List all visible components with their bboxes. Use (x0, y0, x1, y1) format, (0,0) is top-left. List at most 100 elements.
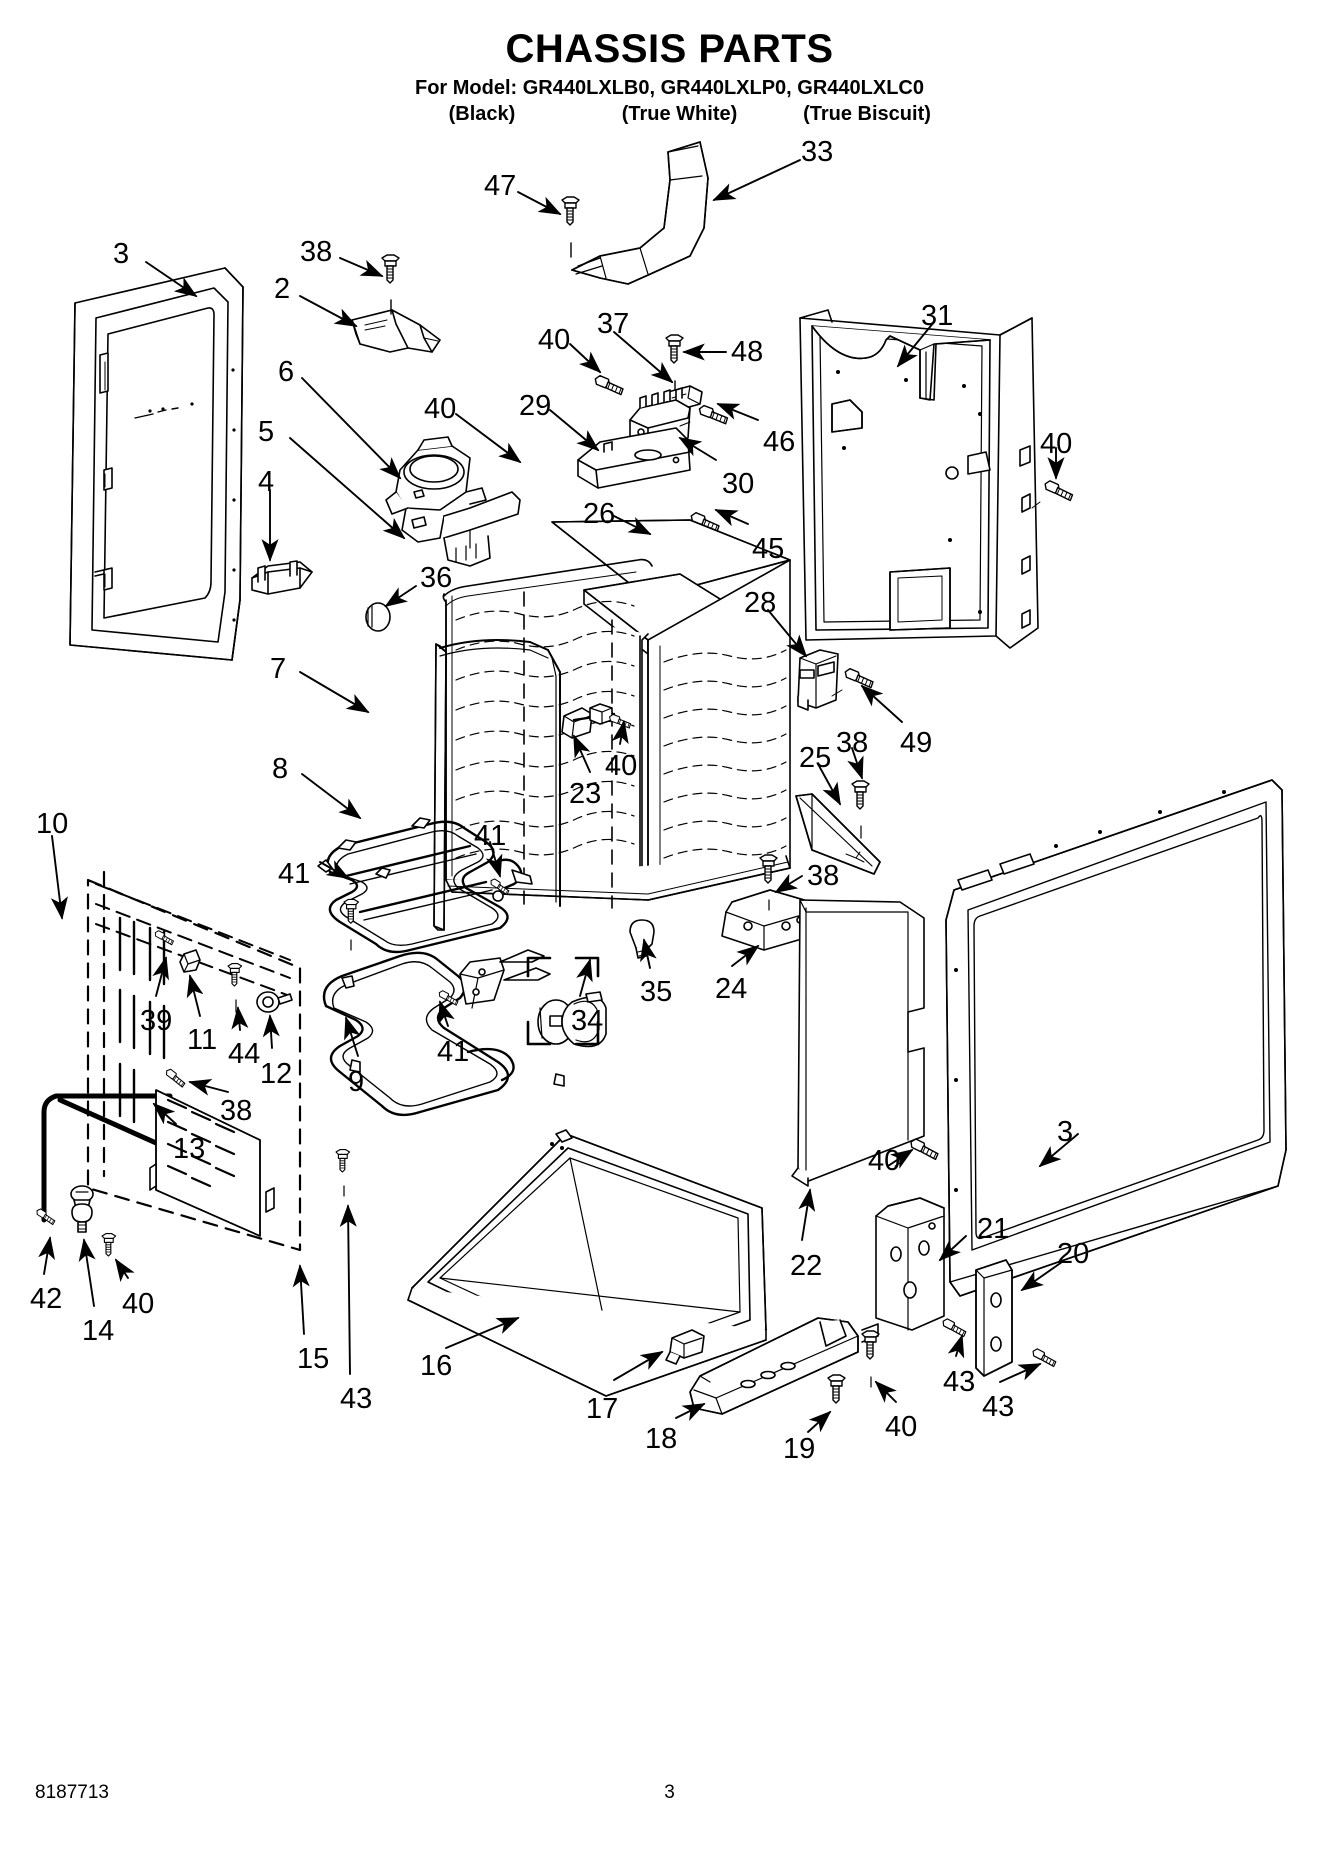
part-25-brace (795, 793, 881, 875)
leader-21 (938, 1235, 967, 1262)
part-11-spacer (179, 949, 201, 973)
leader-20 (1020, 1261, 1063, 1292)
callout-33: 33 (801, 136, 834, 168)
leader-40b (455, 413, 522, 464)
part-48-screw (665, 334, 684, 364)
leader-17 (613, 1351, 664, 1381)
leader-38a (339, 257, 384, 277)
leader-47 (517, 191, 562, 215)
callout-39: 39 (140, 1005, 173, 1037)
leader-28 (767, 609, 808, 658)
callout-31: 31 (921, 300, 954, 332)
part-left-side-panel (69, 267, 244, 661)
part-14-leveling-leg (70, 1185, 94, 1233)
callout-40: 40 (1040, 428, 1073, 460)
leader-40a (569, 343, 602, 374)
leader-43a (339, 1204, 357, 1375)
leader-5 (289, 437, 406, 540)
leader-10 (50, 835, 68, 920)
leader-31 (896, 321, 935, 368)
callout-13: 13 (173, 1133, 206, 1165)
leader-30 (678, 437, 717, 461)
part-33-curved-bracket (571, 141, 709, 285)
callout-2: 2 (274, 273, 291, 305)
callout-43: 43 (340, 1383, 373, 1415)
leader-3b (1038, 1133, 1079, 1168)
callout-38: 38 (807, 860, 840, 892)
callout-40: 40 (885, 1411, 918, 1443)
part-3-right-side-panel (945, 779, 1287, 1297)
part-43-screw-c (1030, 1347, 1059, 1368)
leader-38c (774, 873, 803, 893)
callout-41: 41 (278, 858, 311, 890)
leader-42 (38, 1236, 55, 1275)
callout-40: 40 (424, 393, 457, 425)
part-17-clip (665, 1329, 705, 1365)
callout-41: 41 (437, 1036, 470, 1068)
callout-38: 38 (220, 1095, 253, 1127)
callout-17: 17 (586, 1393, 619, 1425)
leader-16 (445, 1317, 520, 1349)
callout-15: 15 (297, 1343, 330, 1375)
leader-18 (675, 1403, 706, 1421)
leader-13 (152, 1102, 177, 1125)
part-40-screw-g (907, 1137, 941, 1161)
callout-37: 37 (597, 308, 630, 340)
leader-8 (301, 773, 362, 820)
callout-23: 23 (569, 778, 602, 810)
callout-26: 26 (583, 498, 616, 530)
callout-22: 22 (790, 1250, 823, 1282)
color-black: (Black) (448, 103, 516, 125)
part-38-screw-d (162, 1067, 189, 1088)
callout-25: 25 (799, 742, 832, 774)
part-23-sensor-probe (561, 703, 616, 739)
part-18-rail (689, 1317, 879, 1415)
part-38-screw-top (381, 254, 400, 284)
leader-25 (817, 763, 841, 806)
callout-12: 12 (260, 1058, 293, 1090)
leader-43b (947, 1334, 965, 1359)
part-21-bracket (875, 1197, 945, 1331)
part-7-front-frame (433, 639, 561, 931)
leader-15 (292, 1264, 310, 1335)
callout-21: 21 (977, 1213, 1010, 1245)
leader-3a (145, 261, 198, 298)
part-47-screw (561, 196, 580, 226)
leader-9 (344, 1016, 361, 1057)
leader-7 (299, 671, 370, 713)
model-line: For Model: GR440LXLB0, GR440LXLP0, GR440… (414, 77, 924, 99)
part-46-screw (697, 404, 730, 425)
leader-34 (576, 958, 593, 997)
leader-40e (114, 1258, 135, 1283)
callout-48: 48 (731, 336, 764, 368)
callout-7: 7 (270, 653, 287, 685)
part-40-screw-f (861, 1330, 880, 1360)
part-38-screw-c (851, 780, 870, 810)
color-white: (True White) (621, 103, 738, 125)
leader-36 (384, 585, 417, 608)
callout-43: 43 (982, 1391, 1015, 1423)
callout-3: 3 (1057, 1116, 1074, 1148)
part-43-screw-b (940, 1317, 969, 1338)
part-4-clip (251, 560, 313, 595)
callout-24: 24 (715, 973, 748, 1005)
callout-5: 5 (258, 416, 275, 448)
callout-49: 49 (900, 727, 933, 759)
part-40-screw-a (592, 374, 626, 396)
part-31-rear-panel (799, 300, 1039, 649)
footer-page-number: 3 (664, 1782, 675, 1803)
leader-41c (438, 1000, 455, 1027)
leader-12 (262, 1014, 280, 1049)
callout-8: 8 (272, 753, 289, 785)
color-line: (Black)(True White)(True Biscuit) (0, 103, 1339, 126)
part-10-trim-wire (41, 1093, 173, 1223)
callout-18: 18 (645, 1423, 678, 1455)
callout-47: 47 (484, 170, 517, 202)
part-8-broil-element (317, 817, 533, 954)
leader-40d (611, 720, 629, 745)
leader-44 (231, 1006, 249, 1031)
part-2-bracket (351, 309, 441, 353)
callout-46: 46 (763, 426, 796, 458)
